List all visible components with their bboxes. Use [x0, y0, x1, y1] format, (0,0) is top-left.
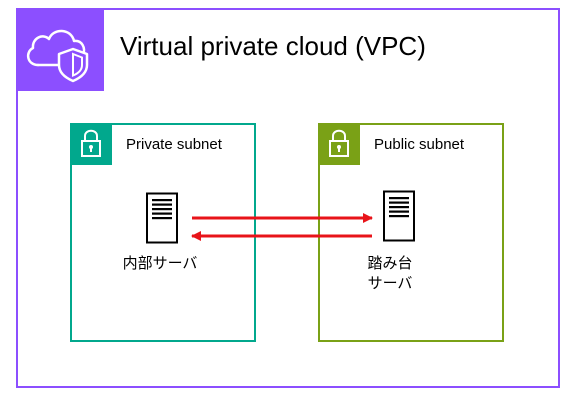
public-subnet-label: Public subnet [374, 136, 465, 153]
bastion-server-label-line1: 踏み台 [367, 255, 413, 272]
vpc-container [16, 8, 560, 388]
private-subnet: Private subnet [70, 123, 256, 342]
server-icon [382, 190, 416, 242]
lock-icon [318, 123, 360, 165]
lock-icon [70, 123, 112, 165]
bastion-server-label-line2: サーバ [367, 275, 413, 292]
cloud-shield-icon [16, 8, 104, 91]
private-subnet-label: Private subnet [126, 136, 222, 153]
internal-server-label: 内部サーバ [122, 255, 198, 272]
bastion-server-label: 踏み台 サーバ [340, 254, 440, 294]
public-subnet: Public subnet [318, 123, 504, 342]
server-icon [145, 192, 179, 244]
vpc-title: Virtual private cloud (VPC) [120, 31, 426, 61]
